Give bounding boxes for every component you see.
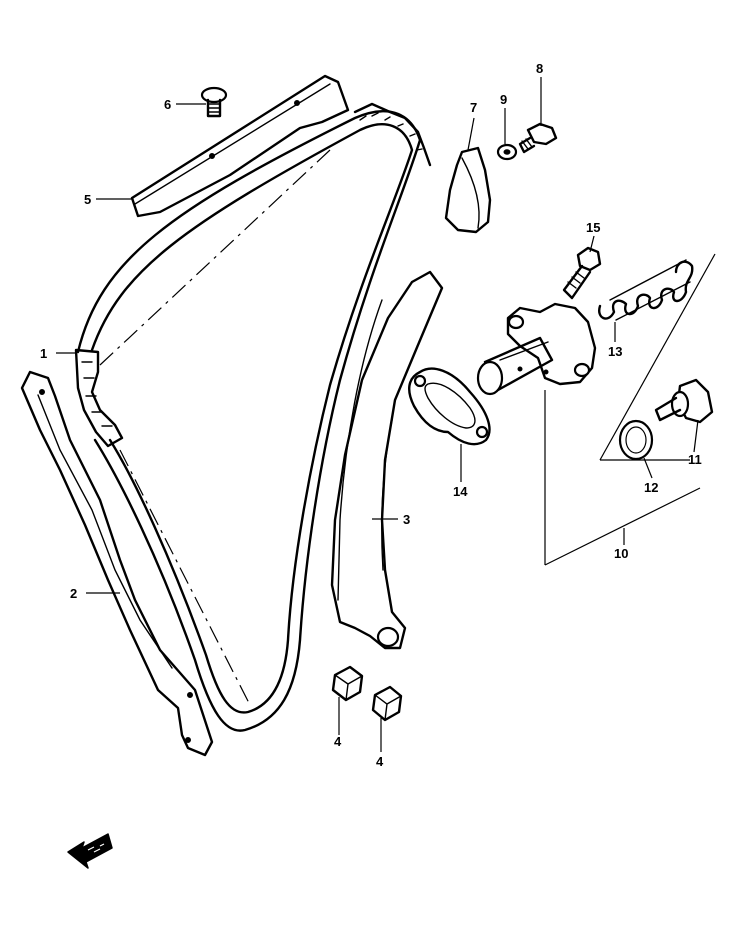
callout-10: 10: [614, 546, 628, 561]
chain-links-left: [74, 348, 124, 448]
chain-guide-rear: [20, 370, 214, 757]
callout-15: 15: [586, 220, 600, 235]
gasket-14: [408, 367, 491, 446]
cam-chain: [74, 102, 432, 732]
bolt-6: [200, 86, 228, 118]
cushion-pad-7: [444, 146, 492, 234]
tensioner-adjuster-body: [476, 302, 597, 396]
callout-8: 8: [536, 61, 543, 76]
callout-4a: 4: [334, 734, 342, 749]
callout-2: 2: [70, 586, 77, 601]
chain-guide-upper: [130, 74, 350, 218]
callout-4b: 4: [376, 754, 384, 769]
plug-bolt-11: [654, 378, 714, 424]
bolt-15: [562, 246, 602, 300]
o-ring-12: [618, 419, 654, 461]
front-direction-arrow-icon: [67, 833, 113, 869]
bolt-8: [518, 122, 558, 154]
washer-9: [496, 143, 518, 161]
callout-7: 7: [470, 100, 477, 115]
leader-lines: [56, 77, 699, 752]
assembly-bracket: [544, 253, 716, 566]
callout-1: 1: [40, 346, 47, 361]
callout-labels: 1 2 3 4 4 5 6 7 8 9 10 11 12 13 14 15: [40, 61, 702, 769]
callout-13: 13: [608, 344, 622, 359]
callout-6: 6: [164, 97, 171, 112]
callout-12: 12: [644, 480, 658, 495]
callout-14: 14: [453, 484, 468, 499]
callout-3: 3: [403, 512, 410, 527]
callout-5: 5: [84, 192, 91, 207]
callout-9: 9: [500, 92, 507, 107]
cushion-right: [371, 685, 403, 722]
callout-11: 11: [688, 452, 702, 467]
chain-links-top: [353, 102, 432, 167]
spring-13: [598, 259, 694, 321]
cushion-left: [331, 665, 364, 702]
tensioner-guide: [330, 270, 444, 650]
